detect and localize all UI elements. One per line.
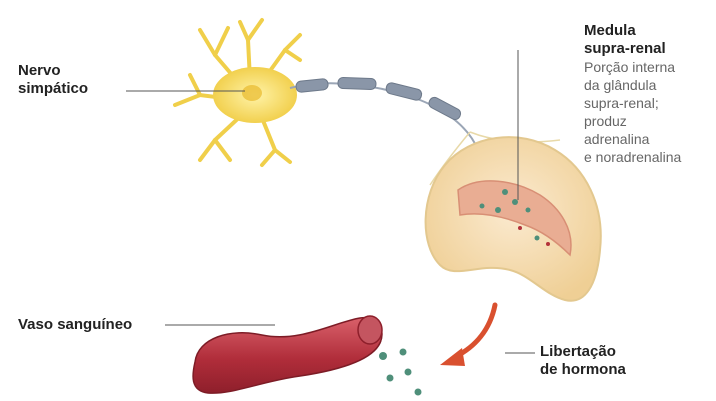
nerve-label: Nervo simpático xyxy=(18,62,88,98)
release-label-line2: de hormona xyxy=(540,361,626,379)
nerve-label-line1: Nervo xyxy=(18,62,88,80)
blood-vessel-icon xyxy=(193,316,382,393)
adrenal-gland-icon xyxy=(426,137,601,301)
release-label-line1: Libertação xyxy=(540,343,626,361)
hormone-granules-icon xyxy=(379,349,422,396)
neuron-cell-icon xyxy=(175,20,300,165)
medulla-desc-5: adrenalina xyxy=(584,130,681,148)
nerve-label-line2: simpático xyxy=(18,80,88,98)
medulla-title-line1: Medula xyxy=(584,22,681,40)
medulla-desc-4: produz xyxy=(584,112,681,130)
medulla-desc-6: e noradrenalina xyxy=(584,148,681,166)
medulla-title-line2: supra-renal xyxy=(584,40,681,58)
medulla-desc-2: da glândula xyxy=(584,76,681,94)
medulla-desc-1: Porção interna xyxy=(584,58,681,76)
medulla-desc-3: supra-renal; xyxy=(584,94,681,112)
vessel-label: Vaso sanguíneo xyxy=(18,316,132,334)
release-label: Libertação de hormona xyxy=(540,343,626,379)
medulla-label: Medula supra-renal Porção interna da glâ… xyxy=(584,22,681,166)
release-arrow-icon xyxy=(440,305,495,366)
